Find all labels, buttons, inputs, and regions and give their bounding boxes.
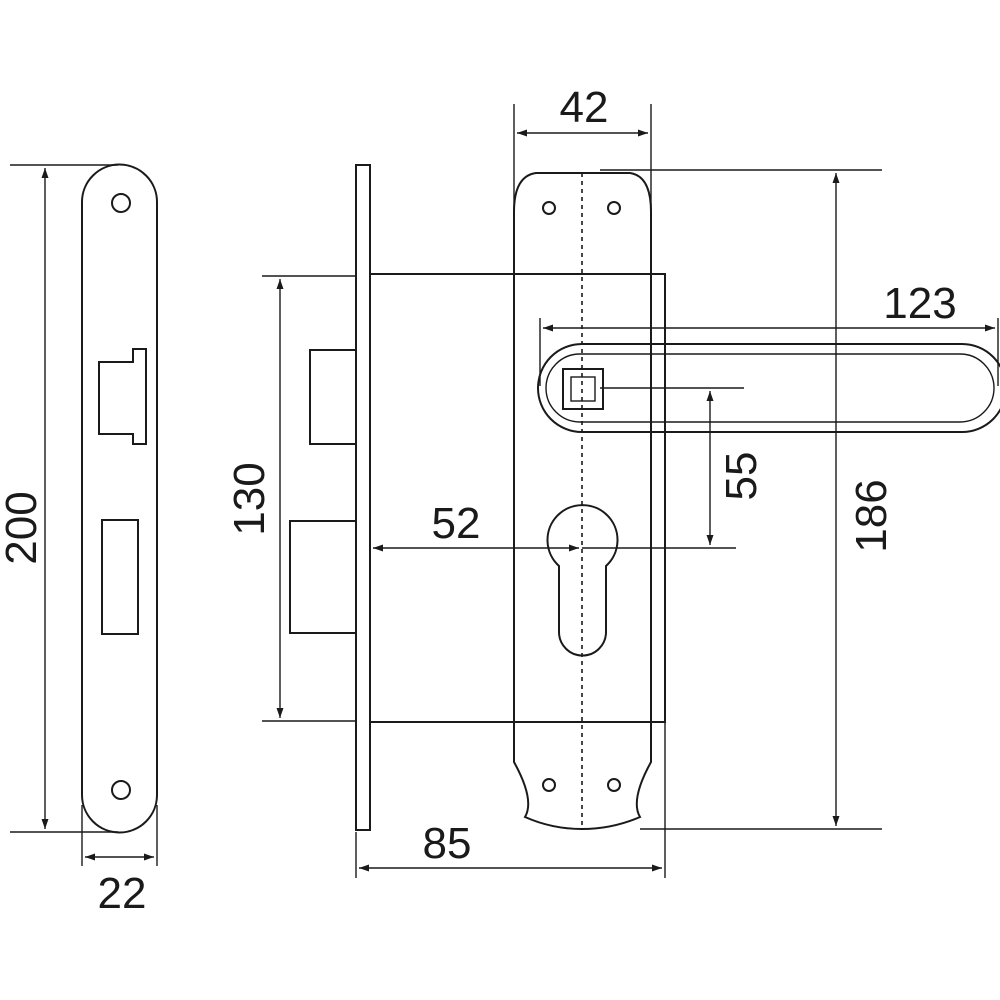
dimension-escutcheon-height: 186	[600, 169, 896, 830]
dimension-escutcheon-width: 42	[513, 83, 652, 212]
dimension-backset: 52	[373, 499, 736, 552]
dimension-label-faceplate-height: 200	[0, 491, 46, 564]
escutcheon-screw-hole-bottom-left	[542, 778, 556, 792]
dimension-label-backset: 52	[432, 499, 481, 548]
dimension-label-escutcheon-width: 42	[560, 83, 609, 132]
handle-inner-outline	[545, 353, 995, 423]
lock-case	[369, 273, 666, 723]
dimension-handle-length: 123	[539, 279, 999, 386]
dimension-label-lock-depth: 85	[423, 819, 472, 868]
dimension-lock-depth: 85	[355, 722, 666, 878]
dimension-handle-to-cylinder: 55	[600, 387, 766, 545]
faceplate-screw-hole-bottom	[111, 780, 131, 800]
faceplate-latch-opening	[98, 348, 147, 445]
cylinder-keyhole	[546, 504, 619, 657]
faceplate-screw-hole-top	[111, 193, 131, 213]
escutcheon-screw-hole-bottom-right	[607, 778, 621, 792]
dimension-label-handle-length: 123	[883, 279, 956, 328]
spindle-square	[562, 368, 604, 410]
latch-bolt	[309, 349, 357, 445]
dimension-lock-body-height: 130	[225, 275, 356, 722]
dead-bolt	[289, 520, 357, 634]
dimension-label-handle-to-cylinder: 55	[717, 452, 766, 501]
side-faceplate	[355, 164, 371, 831]
dimension-label-faceplate-width: 22	[98, 869, 147, 918]
faceplate-bolt-opening	[101, 519, 139, 635]
lever-handle	[537, 343, 1000, 433]
spindle-inner	[570, 376, 596, 402]
handle-outer-outline	[537, 343, 1000, 433]
dimension-faceplate-width: 22	[81, 805, 158, 918]
lock-body-side-view	[289, 164, 666, 831]
escutcheon-screw-hole-top-right	[607, 201, 621, 215]
escutcheon-plate	[513, 172, 652, 831]
dimension-label-escutcheon-height: 186	[847, 479, 896, 552]
dimension-label-lock-body-height: 130	[225, 462, 274, 535]
faceplate-outline	[81, 163, 158, 834]
dimension-faceplate-height: 200	[0, 164, 118, 833]
escutcheon-screw-hole-top-left	[542, 201, 556, 215]
faceplate-front-view	[81, 163, 158, 834]
